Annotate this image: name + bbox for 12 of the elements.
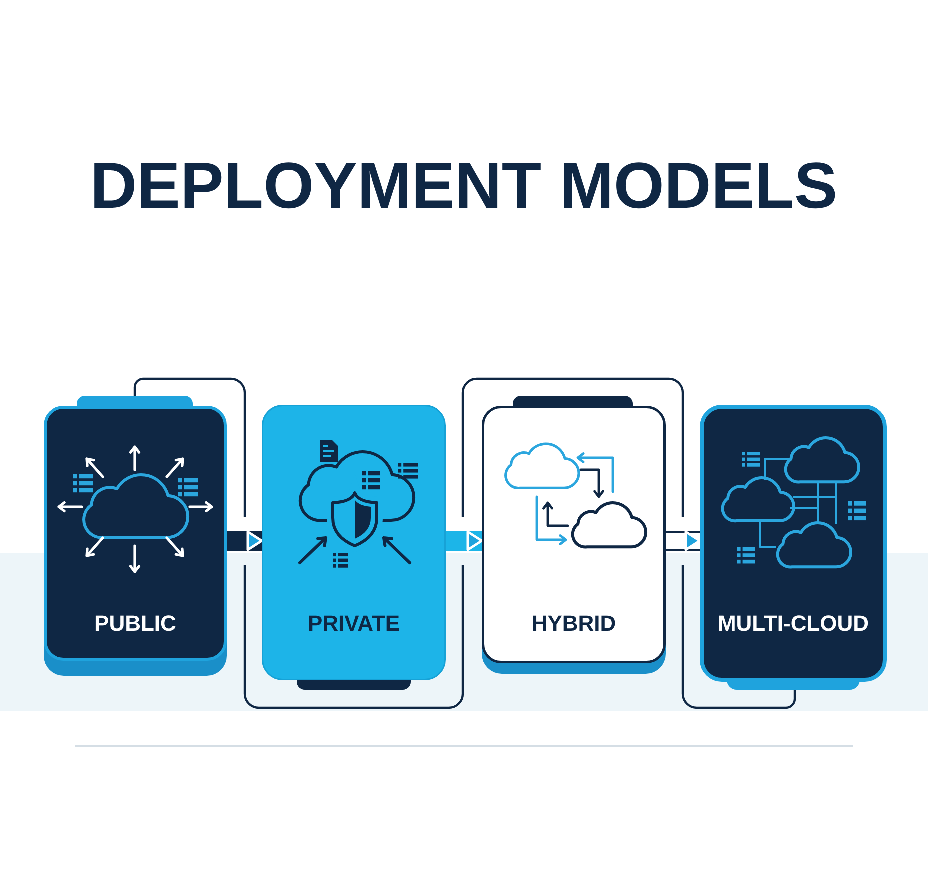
deployment-card [700, 405, 887, 690]
title: DEPLOYMENT MODELS [90, 153, 838, 218]
card-label: HYBRID [532, 611, 616, 637]
card-label: PRIVATE [308, 611, 400, 637]
arrow-connector [666, 530, 702, 552]
card-label: PUBLIC [94, 611, 176, 637]
card-label: MULTI-CLOUD [718, 611, 870, 637]
arrow-connector [227, 530, 264, 552]
deployment-card [262, 405, 446, 690]
deployment-card [482, 396, 666, 674]
arrow-connector [446, 530, 484, 552]
deployment-card [44, 396, 227, 676]
